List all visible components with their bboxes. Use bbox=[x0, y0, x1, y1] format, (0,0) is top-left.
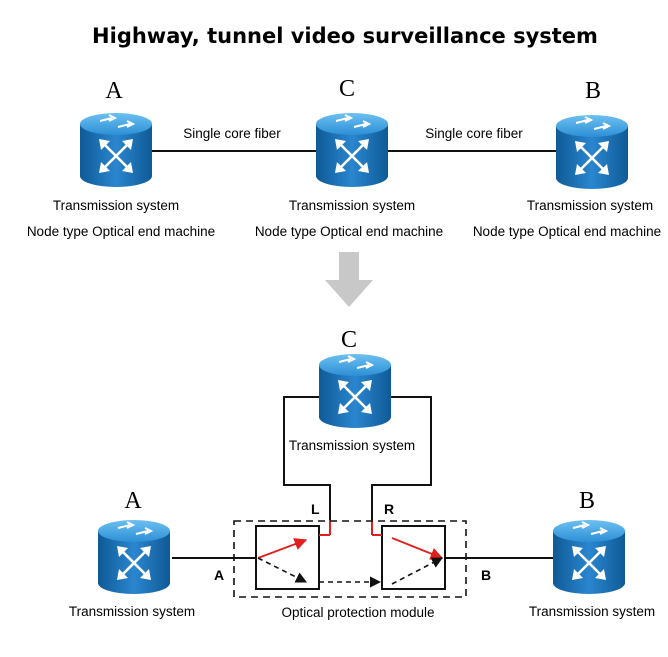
node-b-letter: B bbox=[585, 78, 601, 104]
port-a-label: A bbox=[214, 567, 224, 583]
bottom-node-c-label: Transmission system bbox=[289, 438, 415, 453]
right-active-path bbox=[391, 537, 444, 560]
node-c-label: Transmission system bbox=[289, 198, 415, 213]
bottom-node-a-label: Transmission system bbox=[69, 604, 195, 619]
bottom-node-b-label: Transmission system bbox=[529, 604, 655, 619]
page-title: Highway, tunnel video surveillance syste… bbox=[92, 24, 598, 48]
fiber-c-to-l bbox=[283, 396, 331, 520]
left-switch-box bbox=[255, 525, 320, 590]
bottom-node-a-letter: A bbox=[124, 488, 142, 514]
left-active-path bbox=[257, 538, 308, 559]
module-label: Optical protection module bbox=[281, 605, 434, 620]
node-a-type: Node type Optical end machine bbox=[27, 224, 215, 239]
node-a-label: Transmission system bbox=[53, 198, 179, 213]
right-standby-path bbox=[391, 557, 443, 585]
bottom-node-b-letter: B bbox=[579, 488, 595, 514]
node-a-letter: A bbox=[105, 78, 123, 104]
down-arrow-icon bbox=[325, 252, 373, 307]
link-label-a-c: Single core fiber bbox=[183, 126, 281, 141]
link-label-c-b: Single core fiber bbox=[425, 126, 523, 141]
node-b-label: Transmission system bbox=[527, 198, 653, 213]
router-cylinder-icon bbox=[314, 111, 390, 189]
port-r-label: R bbox=[384, 501, 394, 517]
router-cylinder-icon bbox=[317, 352, 393, 430]
node-c-letter: C bbox=[339, 76, 355, 102]
node-c-type: Node type Optical end machine bbox=[255, 224, 443, 239]
port-b-label: B bbox=[481, 567, 491, 583]
router-cylinder-icon bbox=[554, 113, 630, 191]
router-cylinder-icon bbox=[551, 518, 627, 596]
right-switch-box bbox=[381, 525, 446, 590]
fiber-c-to-r bbox=[371, 396, 432, 520]
router-cylinder-icon bbox=[96, 518, 172, 596]
port-l-label: L bbox=[311, 501, 320, 517]
router-cylinder-icon bbox=[78, 111, 154, 189]
bottom-node-c-letter: C bbox=[341, 327, 357, 353]
node-b-type: Node type Optical end machine bbox=[473, 224, 661, 239]
